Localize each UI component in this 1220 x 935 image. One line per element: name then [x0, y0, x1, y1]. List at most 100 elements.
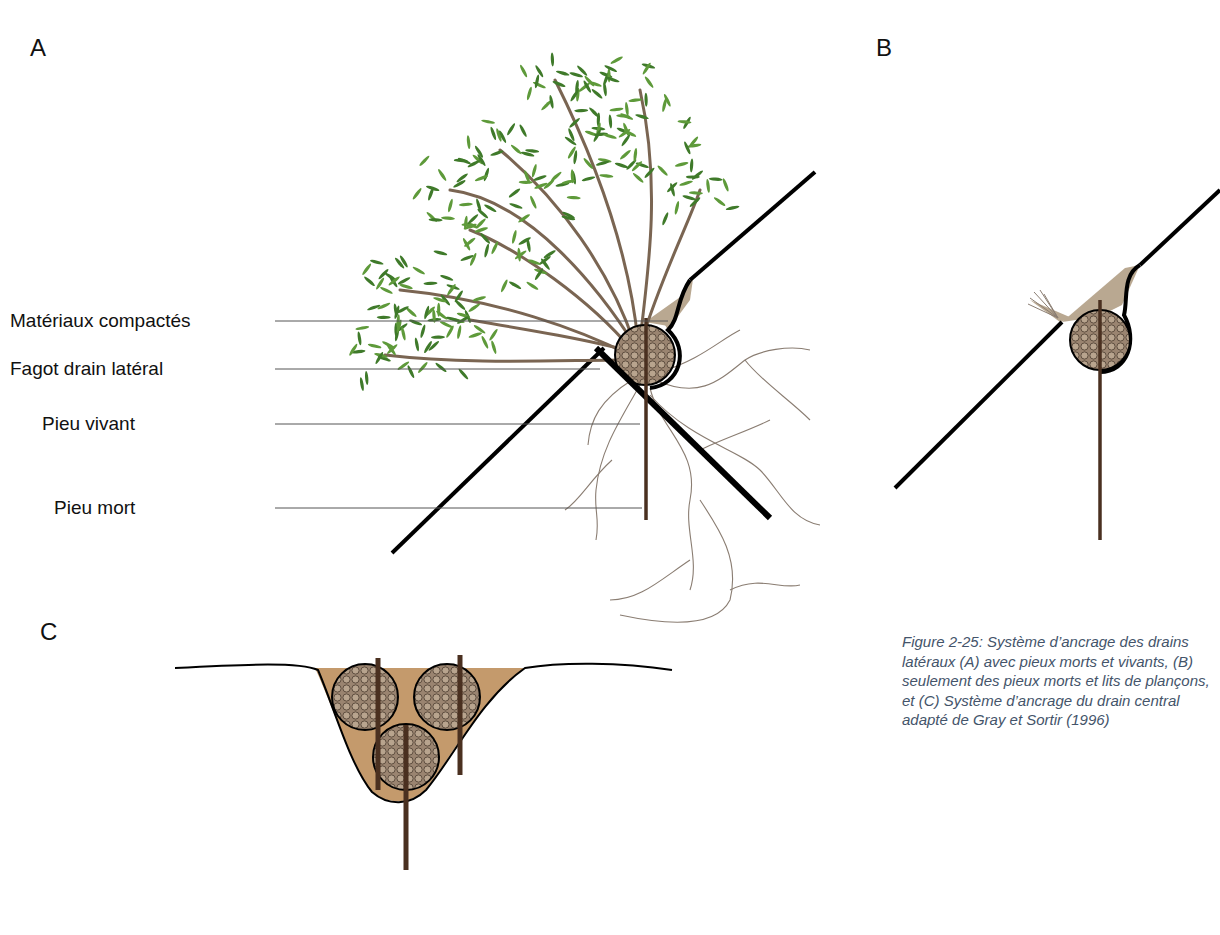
- leaf: [620, 112, 634, 121]
- leaf: [686, 175, 700, 178]
- leaf: [709, 177, 723, 181]
- leaf: [446, 283, 457, 296]
- leaf: [399, 283, 413, 290]
- leaf: [567, 146, 577, 160]
- leaf: [394, 257, 405, 270]
- panel-letter: A: [30, 34, 46, 62]
- leaf: [677, 120, 691, 124]
- leaf: [500, 279, 509, 293]
- leaf: [377, 316, 391, 319]
- figure-a: [275, 52, 820, 622]
- leaf: [511, 230, 517, 244]
- leaf: [435, 362, 448, 373]
- leaf: [518, 124, 527, 138]
- leaf: [423, 305, 430, 319]
- leaf: [374, 351, 384, 365]
- leaf: [489, 126, 497, 140]
- leaf: [429, 218, 443, 222]
- leaf: [725, 205, 739, 211]
- leaf: [689, 191, 703, 195]
- leaf: [454, 290, 464, 303]
- leaf: [549, 95, 555, 109]
- leaf: [357, 331, 362, 345]
- leaf: [534, 268, 544, 281]
- leaf: [412, 187, 423, 200]
- leaf: [396, 305, 410, 314]
- leaf: [567, 196, 581, 200]
- leaf: [517, 213, 530, 223]
- leaf: [543, 249, 557, 259]
- leaf: [476, 153, 486, 166]
- leaf: [519, 64, 528, 78]
- leaf: [468, 332, 482, 339]
- leaf: [458, 368, 470, 381]
- leaf: [363, 276, 376, 288]
- leaf: [412, 266, 426, 276]
- leaf: [562, 211, 576, 220]
- figure-c: [175, 655, 672, 870]
- leaf: [490, 150, 504, 157]
- leaf: [431, 335, 445, 339]
- leaf: [576, 65, 588, 77]
- leaf: [439, 320, 453, 329]
- leaf: [666, 181, 678, 193]
- roots: [565, 330, 820, 622]
- leaf: [595, 160, 609, 167]
- leaf: [472, 295, 486, 302]
- leaf: [526, 86, 533, 100]
- leaf: [440, 274, 454, 282]
- leaf: [529, 195, 538, 209]
- leaf: [663, 93, 672, 107]
- leaf: [426, 185, 440, 192]
- leaf: [367, 343, 381, 349]
- leaf: [581, 175, 595, 182]
- leaf: [433, 296, 447, 303]
- leaf: [355, 325, 369, 331]
- leaf: [428, 340, 440, 352]
- leaf: [456, 315, 470, 325]
- leaf: [367, 304, 381, 312]
- leaf: [642, 62, 652, 75]
- leaf: [456, 325, 462, 339]
- leaf: [520, 151, 534, 158]
- leaf: [706, 179, 711, 193]
- leaf: [603, 133, 617, 140]
- leaf: [498, 130, 507, 144]
- leaf: [531, 164, 538, 178]
- leaf: [526, 238, 532, 252]
- leaf: [674, 161, 688, 167]
- leaf: [624, 102, 629, 116]
- leaf: [620, 134, 631, 147]
- leaf: [490, 340, 497, 354]
- leaf: [419, 324, 426, 338]
- leaf: [691, 169, 704, 180]
- leaf: [475, 217, 487, 229]
- branches: [385, 80, 700, 361]
- leader-lines: [275, 321, 668, 508]
- leaf: [604, 64, 618, 73]
- leaf: [635, 113, 649, 120]
- leaf: [483, 243, 489, 257]
- leaf: [474, 174, 488, 182]
- leaf: [510, 144, 523, 156]
- leaf: [490, 241, 499, 255]
- leaf: [447, 198, 454, 212]
- leaf: [456, 172, 469, 183]
- leaf: [556, 70, 570, 77]
- leaf: [614, 162, 628, 169]
- leaf: [628, 98, 642, 103]
- leaf: [623, 129, 637, 138]
- leaf: [583, 75, 595, 87]
- leaf: [388, 275, 401, 286]
- leaf: [386, 343, 398, 355]
- leaf: [433, 250, 447, 257]
- leaf: [568, 117, 581, 129]
- leaf: [479, 232, 491, 245]
- leaf: [364, 371, 368, 385]
- leaf: [661, 212, 669, 226]
- foliage: [348, 52, 740, 391]
- leaf: [679, 180, 693, 187]
- panel-letter: B: [876, 34, 892, 62]
- panel-letter: C: [40, 618, 57, 646]
